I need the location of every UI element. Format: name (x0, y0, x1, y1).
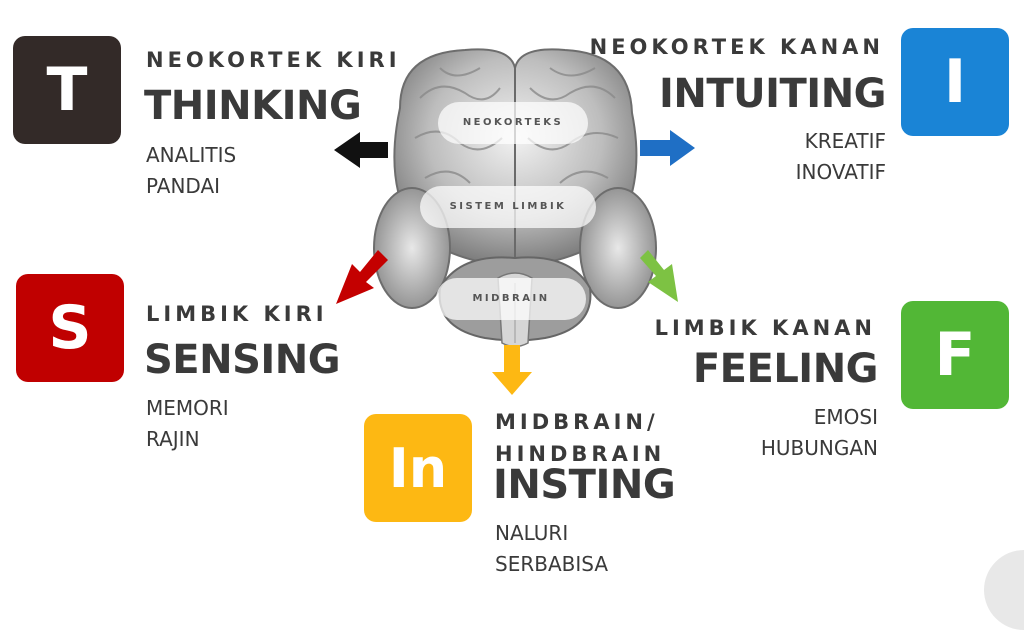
arrow-feeling (640, 250, 678, 302)
arrow-intuiting (640, 130, 695, 166)
intuiting-trait-1: KREATIF (804, 129, 886, 153)
midbrain-label: MIDBRAIN (472, 293, 550, 304)
insting-name: INSTING (493, 462, 676, 508)
thinking-trait-2: PANDAI (146, 174, 221, 198)
feeling-letter: F (934, 320, 976, 390)
arrows-layer (334, 130, 695, 395)
sensing-region: LIMBIK KIRI (146, 302, 328, 326)
insting-trait-2: SERBABISA (495, 552, 608, 576)
neokorteks-pill (438, 102, 588, 144)
tile-intuiting: I (901, 28, 1009, 136)
insting-region-line-2: HINDBRAIN (495, 442, 666, 466)
thinking-letter: T (46, 55, 88, 125)
arrow-insting (492, 345, 532, 395)
arrow-sensing (336, 250, 388, 304)
intuiting-letter: I (943, 47, 967, 117)
intuiting-name: INTUITING (659, 71, 886, 117)
arrow-thinking (334, 132, 388, 168)
thinking-trait-1: ANALITIS (146, 143, 237, 167)
sensing-letter: S (48, 293, 92, 363)
feeling-name: FEELING (692, 346, 879, 392)
thinking-name: THINKING (144, 83, 362, 129)
tile-sensing: S (16, 274, 124, 382)
sistem-limbik-pill (420, 186, 596, 228)
feeling-trait-1: EMOSI (813, 405, 878, 429)
sensing-trait-1: MEMORI (146, 396, 229, 420)
tile-thinking: T (13, 36, 121, 144)
tile-feeling: F (901, 301, 1009, 409)
tile-insting: In (364, 414, 472, 522)
sensing-name: SENSING (144, 337, 341, 383)
neokorteks-label: NEOKORTEKS (462, 117, 564, 128)
thinking-region: NEOKORTEK KIRI (146, 48, 401, 72)
intuiting-trait-2: INOVATIF (795, 160, 886, 184)
insting-region-line-1: MIDBRAIN/ (495, 410, 659, 434)
sensing-trait-2: RAJIN (146, 427, 200, 451)
insting-trait-1: NALURI (495, 521, 569, 545)
midbrain-pill (436, 278, 586, 320)
intuiting-region: NEOKORTEK KANAN (589, 35, 884, 59)
feeling-trait-2: HUBUNGAN (760, 436, 878, 460)
insting-letter: In (388, 436, 448, 500)
feeling-region: LIMBIK KANAN (654, 316, 876, 340)
sistem-limbik-label: SISTEM LIMBIK (449, 201, 567, 212)
